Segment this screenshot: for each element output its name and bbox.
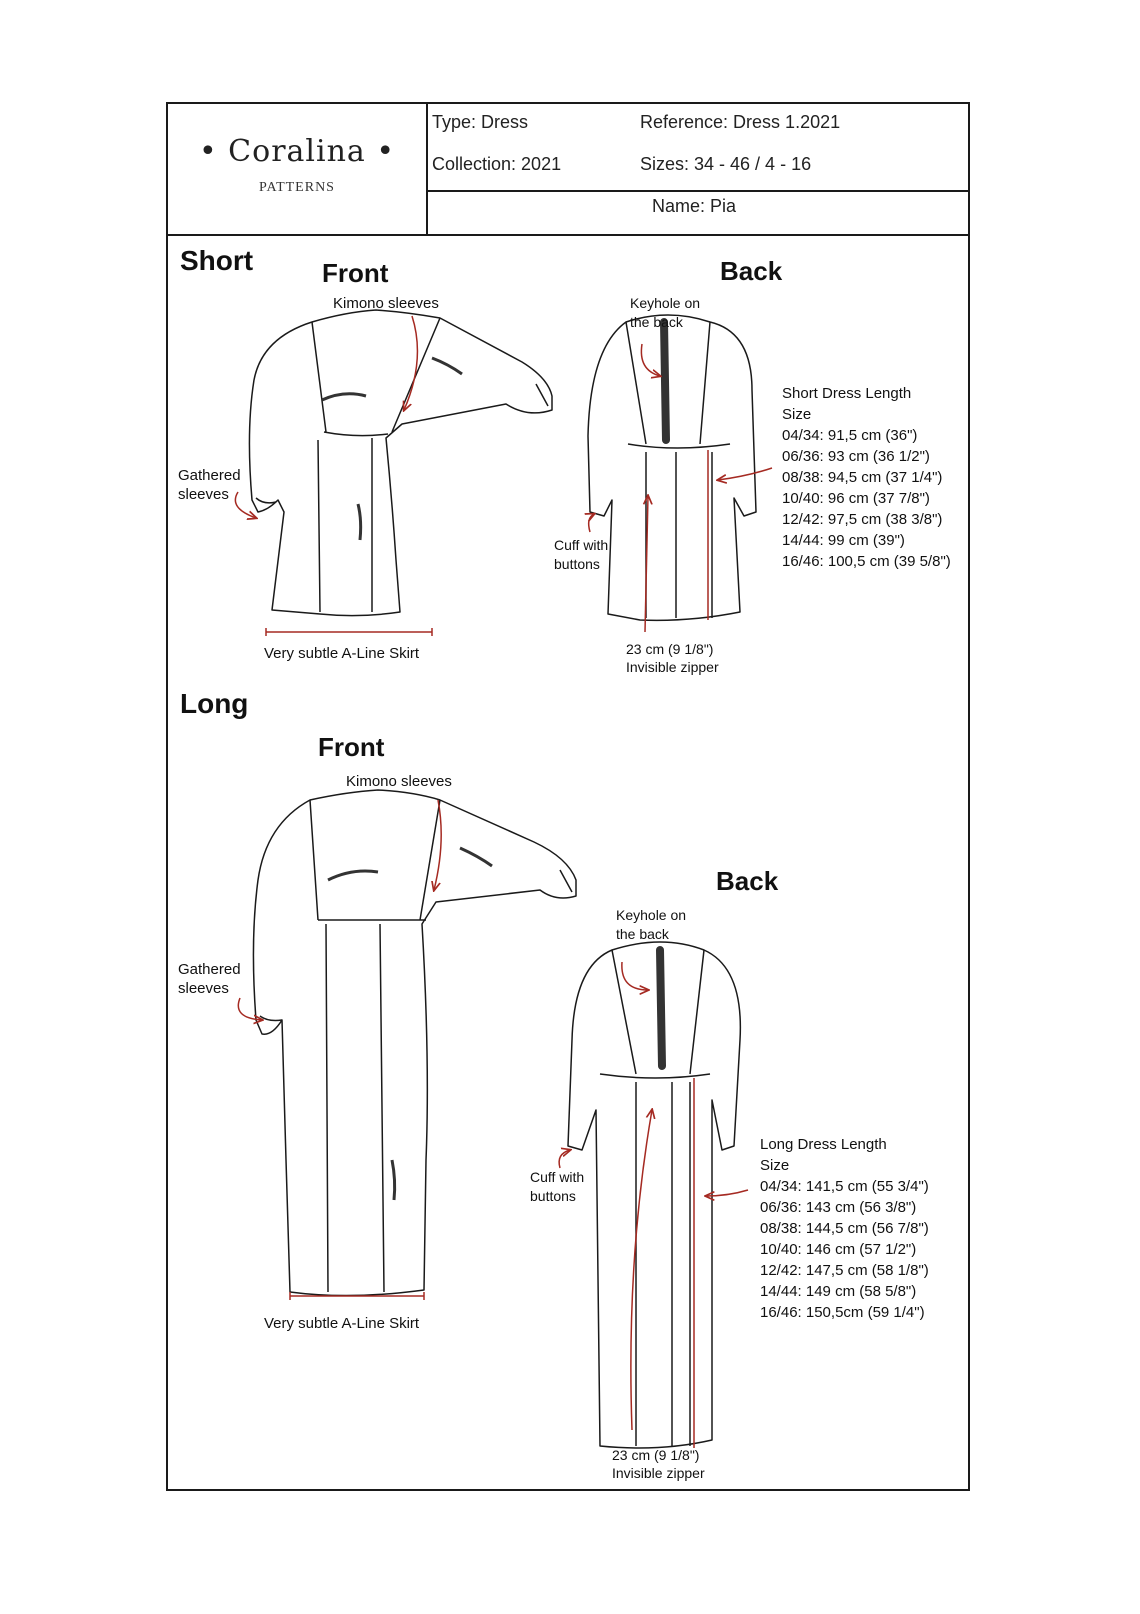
long-cuff-label: Cuff with buttons (530, 1169, 585, 1204)
short-heading: Short (180, 245, 254, 276)
long-length-title: Long Dress Length (760, 1136, 887, 1153)
short-front-title: Front (322, 258, 389, 288)
reference-field: Reference: Dress 1.2021 (640, 112, 841, 132)
short-length-table: Short Dress Length Size 04/34: 91,5 cm (… (782, 383, 951, 572)
long-length-row: 14/44: 149 cm (58 5/8") (760, 1283, 917, 1300)
logo-box: • Coralina • PATTERNS (168, 104, 428, 234)
long-length-table: Long Dress Length Size 04/34: 141,5 cm (… (760, 1134, 929, 1323)
long-back-title: Back (716, 866, 779, 896)
long-zipper-label: 23 cm (9 1/8") Invisible zipper (612, 1447, 705, 1481)
short-kimono-label: Kimono sleeves (333, 295, 439, 312)
short-skirt-label: Very subtle A-Line Skirt (264, 645, 420, 662)
long-back-drawing (567, 941, 742, 1449)
long-keyhole-label: Keyhole on the back (616, 907, 687, 942)
long-length-row: 06/36: 143 cm (56 3/8") (760, 1199, 917, 1216)
long-length-row: 10/40: 146 cm (57 1/2") (760, 1241, 917, 1258)
short-cuff-label: Cuff with buttons (554, 537, 609, 572)
long-size-label: Size (760, 1157, 790, 1174)
short-zipper-label: 23 cm (9 1/8") Invisible zipper (626, 641, 719, 675)
short-back-title: Back (720, 256, 783, 286)
short-length-row: 12/42: 97,5 cm (38 3/8") (782, 511, 943, 528)
type-field: Type: Dress (432, 112, 529, 132)
long-front-callouts (237, 799, 442, 1300)
long-length-row: 04/34: 141,5 cm (55 3/4") (760, 1178, 929, 1195)
collection-field: Collection: 2021 (432, 154, 562, 174)
short-size-label: Size (782, 406, 812, 423)
short-length-title: Short Dress Length (782, 385, 912, 402)
short-length-row: 10/40: 96 cm (37 7/8") (782, 490, 930, 507)
short-keyhole-label: Keyhole on the back (630, 295, 701, 330)
long-length-row: 08/38: 144,5 cm (56 7/8") (760, 1220, 929, 1237)
brand-sub: PATTERNS (259, 180, 335, 195)
header: • Coralina • PATTERNS Type: Dress Refere… (168, 104, 968, 236)
header-divider (426, 190, 968, 192)
sizes-field: Sizes: 34 - 46 / 4 - 16 (640, 154, 812, 174)
pattern-sheet: • Coralina • PATTERNS Type: Dress Refere… (166, 102, 970, 1491)
long-heading: Long (180, 688, 249, 719)
long-back-callouts (558, 961, 749, 1448)
name-field: Name: Pia (652, 196, 737, 216)
short-length-row: 08/38: 94,5 cm (37 1/4") (782, 469, 943, 486)
long-front-drawing (252, 789, 577, 1297)
short-back-drawing (587, 314, 757, 622)
short-back-callouts (589, 343, 773, 633)
long-skirt-label: Very subtle A-Line Skirt (264, 1315, 420, 1332)
short-length-row: 16/46: 100,5 cm (39 5/8") (782, 553, 951, 570)
long-length-row: 16/46: 150,5cm (59 1/4") (760, 1304, 925, 1321)
short-front-drawing (248, 309, 553, 617)
short-length-row: 06/36: 93 cm (36 1/2") (782, 448, 930, 465)
brand-logo: • Coralina • (198, 134, 396, 169)
long-front-title: Front (318, 732, 385, 762)
short-front-callouts (234, 315, 433, 636)
long-kimono-label: Kimono sleeves (346, 773, 452, 790)
long-gathered-label: Gathered sleeves (178, 961, 241, 997)
brand-name: Coralina (228, 134, 366, 169)
long-length-row: 12/42: 147,5 cm (58 1/8") (760, 1262, 929, 1279)
short-length-row: 04/34: 91,5 cm (36") (782, 427, 918, 444)
short-length-row: 14/44: 99 cm (39") (782, 532, 905, 549)
short-gathered-label: Gathered sleeves (178, 467, 241, 503)
